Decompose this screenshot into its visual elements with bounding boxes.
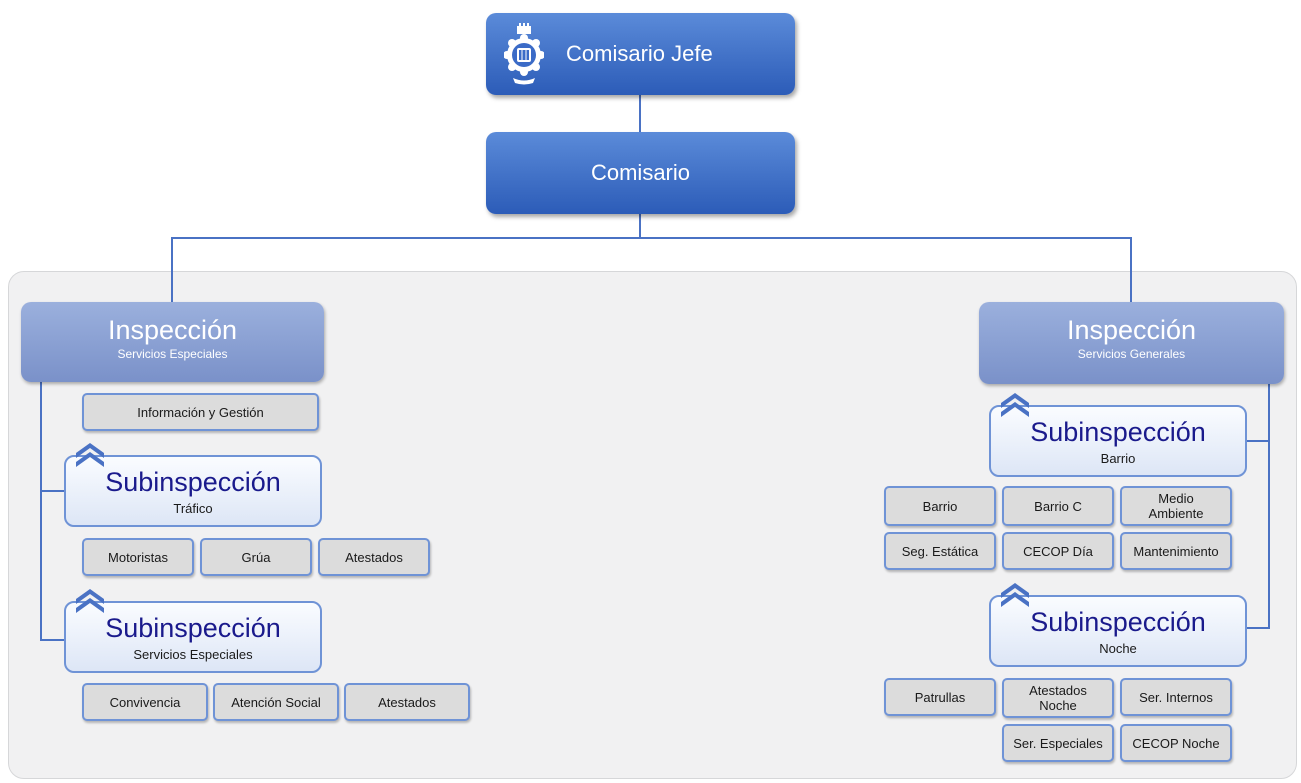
unit-seg-estatica: Seg. Estática xyxy=(884,532,996,570)
unit-motoristas: Motoristas xyxy=(82,538,194,576)
subinspection-name: Servicios Especiales xyxy=(133,647,253,662)
subinspection-title: Subinspección xyxy=(1030,417,1206,447)
unit-ser-internos: Ser. Internos xyxy=(1120,678,1232,716)
unit-barrio-c: Barrio C xyxy=(1002,486,1114,526)
unit-medio-ambiente: Medio Ambiente xyxy=(1120,486,1232,526)
subinspection-name: Noche xyxy=(1099,641,1137,656)
unit-convivencia: Convivencia xyxy=(82,683,208,721)
unit-atestados-noche: Atestados Noche xyxy=(1002,678,1114,718)
inspection-subtitle: Servicios Generales xyxy=(1077,347,1186,361)
unit-atencion-social: Atención Social xyxy=(213,683,339,721)
unit-grua: Grúa xyxy=(200,538,312,576)
unit-barrio: Barrio xyxy=(884,486,996,526)
subinspection-title: Subinspección xyxy=(1030,607,1206,637)
chief-label: Comisario Jefe xyxy=(566,41,713,66)
subinspection-noche: Subinspección Noche xyxy=(989,595,1247,667)
inspection-title: Inspección xyxy=(1066,315,1197,345)
unit-patrullas: Patrullas xyxy=(884,678,996,716)
subinspection-title: Subinspección xyxy=(105,467,281,497)
inspection-title: Inspección xyxy=(107,315,238,345)
rank-chevron-icon xyxy=(76,589,104,613)
chief-box: Comisario Jefe xyxy=(486,13,795,95)
subinspection-name: Barrio xyxy=(1100,451,1136,466)
subinspection-trafico: Subinspección Tráfico xyxy=(64,455,322,527)
police-crest-icon xyxy=(504,23,544,85)
inspection-general-services: Inspección Servicios Generales xyxy=(979,302,1284,384)
unit-atestados-trafico: Atestados xyxy=(318,538,430,576)
subinspection-title: Subinspección xyxy=(105,613,281,643)
subinspection-barrio: Subinspección Barrio xyxy=(989,405,1247,477)
commissioner-box: Comisario xyxy=(486,132,795,214)
unit-cecop-noche: CECOP Noche xyxy=(1120,724,1232,762)
rank-chevron-icon xyxy=(76,443,104,467)
unit-informacion-gestion: Información y Gestión xyxy=(82,393,319,431)
inspection-subtitle: Servicios Especiales xyxy=(117,347,228,361)
subinspection-name: Tráfico xyxy=(173,501,213,516)
unit-cecop-dia: CECOP Día xyxy=(1002,532,1114,570)
rank-chevron-icon xyxy=(1001,583,1029,607)
commissioner-label: Comisario xyxy=(590,160,691,185)
inspection-special-services: Inspección Servicios Especiales xyxy=(21,302,324,382)
unit-ser-especiales: Ser. Especiales xyxy=(1002,724,1114,762)
unit-atestados-especiales: Atestados xyxy=(344,683,470,721)
unit-mantenimiento: Mantenimiento xyxy=(1120,532,1232,570)
subinspection-servicios-especiales: Subinspección Servicios Especiales xyxy=(64,601,322,673)
rank-chevron-icon xyxy=(1001,393,1029,417)
